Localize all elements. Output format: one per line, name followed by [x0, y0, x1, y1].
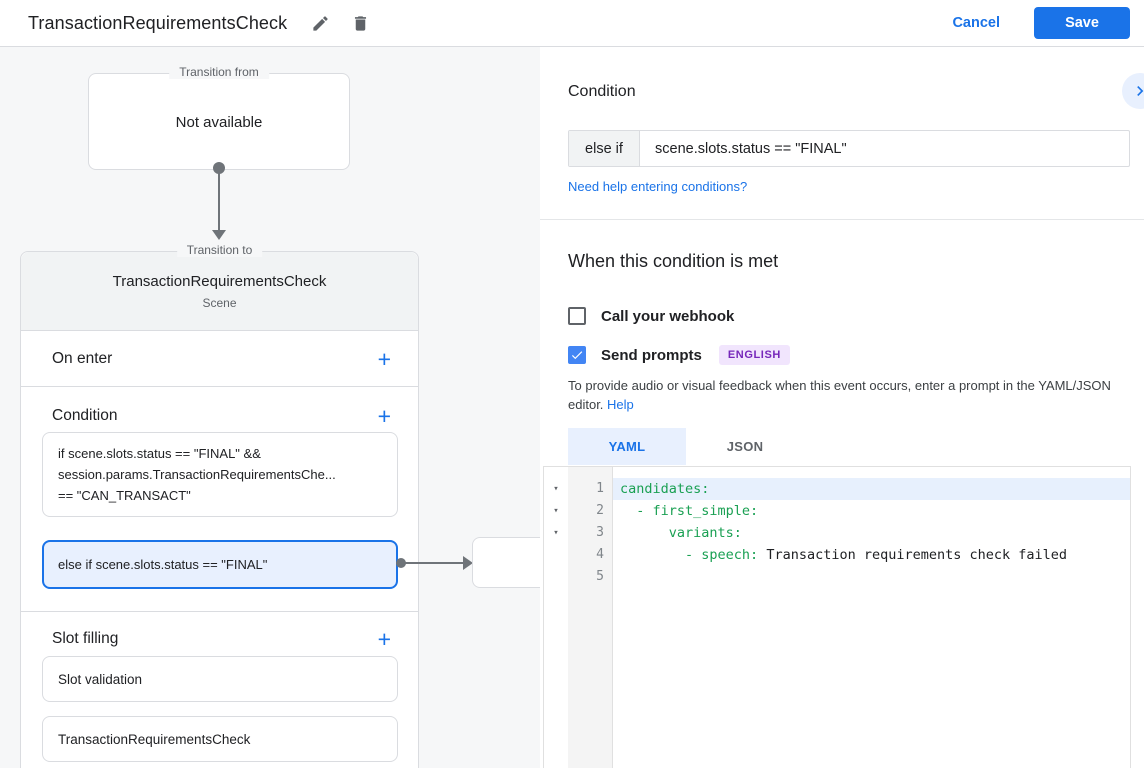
flow-diagram-pane: Transition from Not available Transition…	[0, 47, 540, 768]
webhook-checkbox[interactable]	[568, 307, 586, 325]
editor-hint-text: To provide audio or visual feedback when…	[568, 377, 1128, 414]
cancel-button[interactable]: Cancel	[952, 15, 1000, 31]
hint-line: editor.	[568, 396, 604, 412]
code-line[interactable]: ▾ 1 candidates:	[544, 478, 1130, 500]
code-text: - speech: Transaction requirements check…	[620, 547, 1068, 563]
delete-button[interactable]	[349, 12, 371, 34]
transition-from-content: Not available	[175, 114, 263, 131]
line-number: 3	[596, 525, 604, 540]
condition-arrowhead-icon	[463, 556, 473, 570]
edit-button[interactable]	[309, 12, 331, 34]
slot-filling-section: Slot filling Slot validation Transaction…	[21, 612, 418, 762]
webhook-label: Call your webhook	[601, 307, 735, 325]
panel-title: Condition	[568, 83, 636, 100]
condition-text-line: else if scene.slots.status == "FINAL"	[58, 557, 268, 572]
code-text	[613, 566, 1130, 588]
code-editor[interactable]: ▾ 1 candidates: ▾ 2 - first_simple: ▾ 3 varian…	[543, 466, 1131, 768]
send-prompts-checkbox[interactable]	[568, 346, 586, 364]
flow-arrowhead-icon	[212, 230, 226, 240]
scene-name: TransactionRequirementsCheck	[112, 273, 327, 290]
flow-connector-line	[218, 168, 220, 230]
fold-arrow-icon[interactable]: ▾	[553, 484, 559, 494]
slot-filling-label: Slot filling	[52, 630, 119, 647]
chevron-right-icon	[1137, 86, 1144, 96]
fold-arrow-icon[interactable]: ▾	[553, 528, 559, 538]
fold-spacer	[544, 544, 568, 566]
call-webhook-row[interactable]: Call your webhook	[568, 307, 734, 325]
code-line[interactable]: 4 - speech: Transaction requirements che…	[544, 544, 1130, 566]
collapse-panel-button[interactable]	[1122, 73, 1144, 109]
condition-item[interactable]: if scene.slots.status == "FINAL" && sess…	[42, 432, 398, 517]
send-prompts-row[interactable]: Send prompts ENGLISH	[568, 345, 790, 365]
slot-filling-section-head: Slot filling	[21, 612, 418, 656]
hint-help-link[interactable]: Help	[607, 396, 634, 412]
scene-type-label: Scene	[202, 296, 237, 310]
save-button[interactable]: Save	[1034, 7, 1130, 39]
condition-prefix-label: else if	[569, 131, 640, 166]
condition-panel: Condition else if Need help entering con…	[540, 47, 1144, 768]
slot-item[interactable]: Slot validation	[42, 656, 398, 702]
scene-header[interactable]: TransactionRequirementsCheck Scene	[21, 252, 418, 331]
trash-icon	[354, 15, 366, 31]
code-text: - first_simple:	[620, 503, 759, 519]
condition-text-line: if scene.slots.status == "FINAL" &&	[58, 446, 261, 461]
condition-section-head: Condition	[21, 387, 418, 431]
editor-format-tabs: YAML JSON	[568, 428, 804, 465]
condition-text-line: session.params.TransactionRequirementsCh…	[58, 467, 336, 482]
code-text: candidates:	[613, 478, 1130, 500]
tab-json[interactable]: JSON	[726, 439, 764, 454]
on-enter-label: On enter	[52, 349, 113, 367]
tab-yaml[interactable]: YAML	[568, 428, 686, 465]
line-number: 4	[596, 547, 604, 562]
pencil-icon	[313, 15, 328, 31]
add-slot-button[interactable]	[378, 629, 391, 649]
condition-section-label: Condition	[52, 407, 118, 424]
line-number: 1	[596, 481, 604, 496]
code-line[interactable]: ▾ 3 variants:	[544, 522, 1130, 544]
transition-target-node[interactable]	[472, 537, 540, 588]
transition-from-node: Transition from Not available	[88, 65, 350, 170]
condition-connector-line	[401, 562, 465, 564]
condition-item-selected[interactable]: else if scene.slots.status == "FINAL"	[42, 540, 398, 589]
page-title: TransactionRequirementsCheck	[28, 12, 288, 33]
checkmark-icon	[571, 351, 583, 360]
condition-expression-input[interactable]	[640, 131, 1129, 166]
code-line[interactable]: 5	[544, 566, 1130, 588]
add-on-enter-button[interactable]	[378, 349, 391, 369]
condition-met-title: When this condition is met	[568, 251, 779, 271]
code-text: variants:	[620, 525, 742, 541]
fold-arrow-icon[interactable]: ▾	[553, 506, 559, 516]
condition-input-group: else if	[568, 130, 1130, 167]
send-prompts-label: Send prompts	[601, 346, 702, 364]
panel-divider	[540, 219, 1144, 220]
hint-line: To provide audio or visual feedback when…	[568, 378, 1111, 393]
scene-node: Transition to TransactionRequirementsChe…	[20, 243, 419, 768]
condition-help-link[interactable]: Need help entering conditions?	[568, 179, 748, 194]
transition-to-legend: Transition to	[176, 243, 263, 257]
language-badge: ENGLISH	[718, 345, 790, 365]
line-number: 5	[596, 569, 604, 584]
condition-text-line: == "CAN_TRANSACT"	[58, 488, 191, 503]
code-editor-rows: ▾ 1 candidates: ▾ 2 - first_simple: ▾ 3 varian…	[544, 467, 1130, 588]
slot-item[interactable]: TransactionRequirementsCheck	[42, 716, 398, 762]
condition-section: Condition if scene.slots.status == "FINA…	[21, 387, 418, 612]
transition-from-legend: Transition from	[169, 65, 269, 79]
header: TransactionRequirementsCheck Cancel Save	[0, 0, 1144, 47]
line-number: 2	[596, 503, 604, 518]
line-number-gutter	[568, 467, 613, 768]
on-enter-row: On enter	[21, 331, 418, 387]
fold-spacer	[544, 566, 568, 588]
code-line[interactable]: ▾ 2 - first_simple:	[544, 500, 1130, 522]
add-condition-button[interactable]	[378, 406, 391, 426]
